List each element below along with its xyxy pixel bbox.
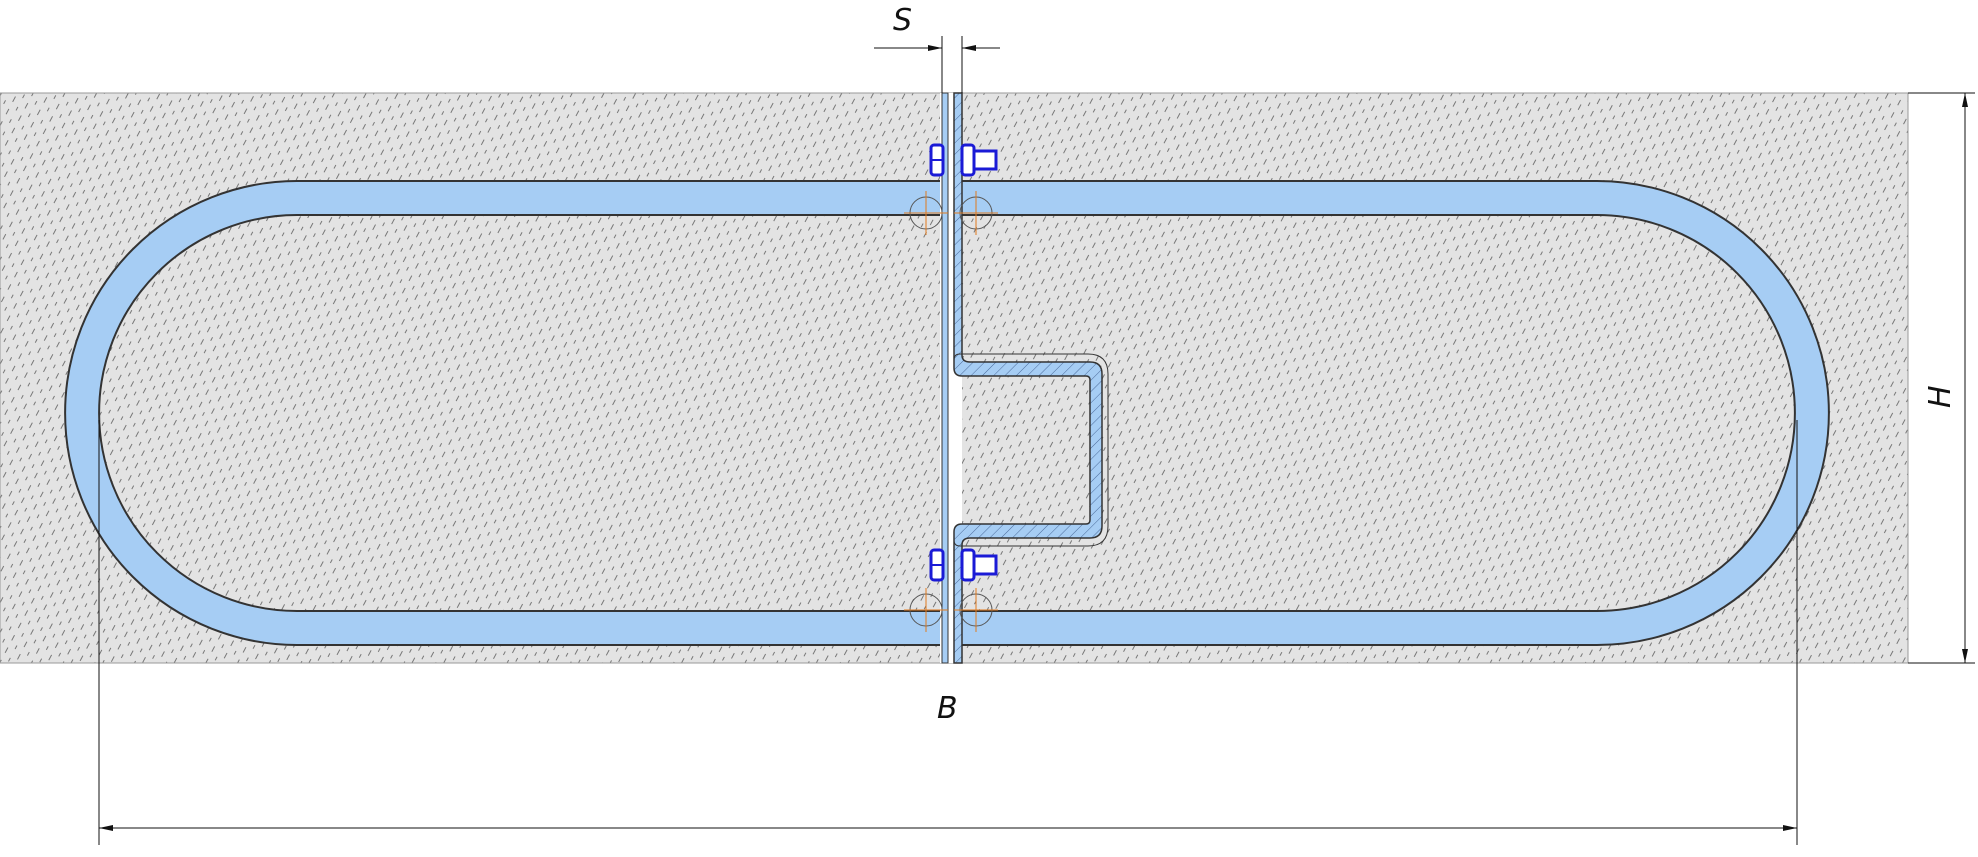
dimension-label-s: S [893, 3, 912, 38]
dimension-h: H [1908, 92, 1975, 664]
loop-band [64, 180, 1830, 646]
dimension-b: B [98, 420, 1798, 845]
seal-plate [941, 92, 1109, 664]
center-mark-icon [904, 191, 998, 235]
center-mark-icon [904, 588, 998, 632]
dimension-label-h: H [1923, 385, 1958, 408]
dimension-s: S [874, 3, 1000, 93]
bolt-icon [929, 548, 998, 582]
dimension-label-b: B [937, 691, 958, 726]
bolt-icon [929, 143, 998, 177]
